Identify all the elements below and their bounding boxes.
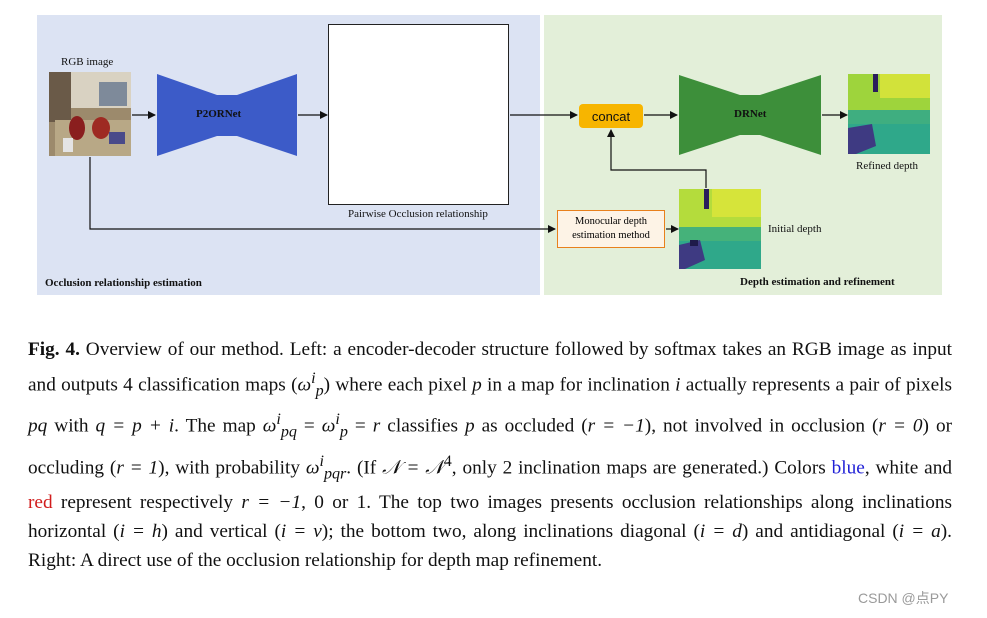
refined-depth-label: Refined depth <box>856 160 919 172</box>
mono-label-line2: estimation method <box>572 230 650 241</box>
caption-math: i = d <box>699 520 742 542</box>
caption-text: ) and antidiagonal ( <box>741 520 899 542</box>
caption-text: . (If <box>346 456 383 478</box>
caption-math: i <box>675 374 681 396</box>
caption-math: q = p + i <box>95 415 175 437</box>
caption-math: = <box>347 415 373 437</box>
occlusion-maps-caption: Pairwise Occlusion relationship <box>348 208 488 220</box>
caption-text: actually represents a pair of pixels <box>680 374 952 396</box>
caption-red-word: red <box>28 491 53 513</box>
drnet-block <box>679 75 821 155</box>
caption-math: 4 <box>443 452 452 470</box>
caption-math: pq <box>280 423 297 441</box>
caption-math: p <box>472 374 482 396</box>
caption-text: as occluded ( <box>474 415 588 437</box>
caption-lead: Fig. 4. <box>28 339 80 360</box>
initial-depth-label: Initial depth <box>768 223 822 235</box>
refined-depth-map <box>848 74 930 154</box>
caption-math: i <box>319 452 324 470</box>
p2ornet-block <box>157 74 297 156</box>
caption-math: 𝒩 = 𝒩 <box>382 456 444 478</box>
caption-math: p <box>339 423 348 441</box>
caption-text: ) or occluding ( <box>28 415 953 478</box>
caption-math: r = −1 <box>241 491 302 513</box>
caption-math: r = −1 <box>587 415 645 437</box>
concat-block: concat <box>579 104 643 128</box>
arrow-initial-to-concat <box>607 129 707 188</box>
caption-text: ). Right: A direct use of the occlusion … <box>28 520 952 571</box>
caption-text: ) and vertical ( <box>161 520 281 542</box>
watermark: CSDN @点PY <box>858 590 949 606</box>
concat-label: concat <box>591 108 631 124</box>
caption-math: ω <box>305 456 320 478</box>
caption-math: = <box>296 415 322 437</box>
caption-math: p <box>464 415 475 437</box>
caption-math: r = 1 <box>116 456 159 478</box>
initial-depth-map <box>679 189 761 269</box>
p2ornet-label: P2ORNet <box>196 108 242 120</box>
caption-math: r <box>372 415 381 437</box>
caption-text: represent respectively <box>52 491 242 513</box>
caption-math: i = a <box>898 520 941 542</box>
caption-math: pq <box>28 415 48 437</box>
caption-math: i = v <box>280 520 322 542</box>
caption-math: i <box>311 370 316 387</box>
caption-text: classifies <box>380 415 465 437</box>
caption-math: i <box>276 411 281 429</box>
caption-text: , white and <box>864 456 953 478</box>
caption-math: r = 0 <box>878 415 923 437</box>
caption-text: Overview of our method. Left: a encoder-… <box>28 339 952 396</box>
monocular-depth-block: Monocular depth estimation method <box>557 210 665 248</box>
left-panel-title: Occlusion relationship estimation <box>45 277 202 289</box>
caption-math: pqr <box>323 464 347 482</box>
caption-text: ) where each pixel <box>323 374 473 396</box>
caption-math: ω <box>262 415 277 437</box>
figure-caption: Fig. 4. Overview of our method. Left: a … <box>28 335 952 575</box>
caption-text: with <box>47 415 96 437</box>
rgb-image-label: RGB image <box>61 56 114 68</box>
caption-text: ); the bottom two, along inclinations di… <box>321 520 700 542</box>
caption-blue-word: blue <box>831 456 865 478</box>
caption-text: . The map <box>174 415 263 437</box>
caption-text: ), with probability <box>158 456 306 478</box>
caption-text: in a map for inclination <box>481 374 676 396</box>
arrow-rgb-to-mono <box>89 157 556 233</box>
occlusion-maps-frame <box>328 24 509 205</box>
right-panel-title: Depth estimation and refinement <box>740 276 895 288</box>
caption-math: ω <box>297 374 312 396</box>
caption-text: , 0 or 1. The top two images presents oc… <box>28 491 952 542</box>
caption-math: i = h <box>119 520 162 542</box>
caption-math: ω <box>321 415 336 437</box>
caption-text: , only 2 inclination maps are generated.… <box>451 456 832 478</box>
caption-text: ), not involved in occlusion ( <box>644 415 879 437</box>
mono-label-line1: Monocular depth <box>574 216 648 227</box>
rgb-image <box>49 72 131 156</box>
drnet-label: DRNet <box>734 108 767 120</box>
caption-math: p <box>315 382 324 400</box>
caption-math: i <box>335 411 340 429</box>
